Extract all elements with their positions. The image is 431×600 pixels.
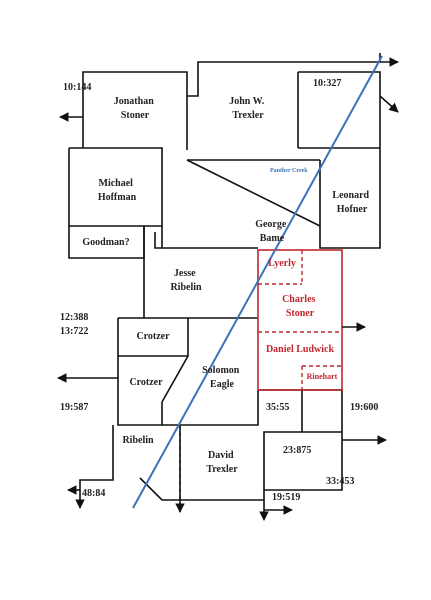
label-solomon-eagle: Solomon Eagle xyxy=(202,365,242,390)
ref-48-84: 48:84 xyxy=(82,488,105,499)
boundary-trexler-top xyxy=(187,53,381,97)
ref-10-327: 10:327 xyxy=(313,78,341,89)
deed-references: 10:144 10:327 12:388 13:722 19:587 35:55… xyxy=(60,78,378,503)
boundary-crotzer-lower xyxy=(117,356,163,426)
highlighted-tract xyxy=(257,249,343,391)
boundary-crotzer-split xyxy=(161,355,189,403)
ref-10-144: 10:144 xyxy=(63,82,91,93)
boundary-george-bame xyxy=(161,226,258,249)
label-charles-stoner: Charles Stoner xyxy=(282,294,318,319)
label-rinehart: Rinehart xyxy=(307,372,338,381)
label-jonathan-stoner: Jonathan Stoner xyxy=(114,96,157,121)
ref-19-587: 19:587 xyxy=(60,402,88,413)
panther-creek-line xyxy=(132,55,383,509)
boundary-bame-inner xyxy=(154,232,162,249)
boundary-crotzer-upper xyxy=(117,318,189,357)
ref-19-519: 19:519 xyxy=(272,492,300,503)
boundary-trexler-diagonal xyxy=(186,159,321,227)
label-michael-hoffman: Michael Hoffman xyxy=(98,178,137,203)
ref-19-600: 19:600 xyxy=(350,402,378,413)
label-ribelin: Ribelin xyxy=(122,435,154,446)
boundary-highlighted-outer xyxy=(257,249,343,391)
creek-label: Panther Creek xyxy=(270,168,308,174)
ref-23-875: 23:875 xyxy=(283,445,311,456)
boundary-leonard-hofner xyxy=(319,160,381,249)
boundary-tract-10-327 xyxy=(298,71,381,160)
arrow-east-10-327 xyxy=(379,95,399,113)
label-daniel-ludwick: Daniel Ludwick xyxy=(266,344,335,355)
ref-12-388: 12:388 xyxy=(60,312,88,323)
parcel-labels: Jonathan Stoner John W. Trexler Michael … xyxy=(82,96,371,475)
boundary-solomon-eagle xyxy=(162,390,259,426)
label-john-trexler: John W. Trexler xyxy=(229,96,267,121)
label-jesse-ribelin: Jesse Ribelin xyxy=(170,268,202,293)
boundary-jonathan-stoner xyxy=(82,71,188,150)
boundary-david-trexler-left xyxy=(139,477,180,501)
parcel-boundaries xyxy=(68,53,381,510)
highlighted-labels: Lyerly Charles Stoner Daniel Ludwick Rin… xyxy=(266,258,338,381)
label-david-trexler: David Trexler xyxy=(206,450,238,475)
ref-13-722: 13:722 xyxy=(60,326,88,337)
label-crotzer-upper: Crotzer xyxy=(136,331,170,342)
label-leonard-hofner: Leonard Hofner xyxy=(332,190,371,215)
label-george-bame: George Bame xyxy=(255,219,289,244)
label-crotzer-lower: Crotzer xyxy=(129,377,163,388)
boundary-ribelin xyxy=(79,425,114,490)
ref-35-55: 35:55 xyxy=(266,402,289,413)
direction-arrows xyxy=(57,57,399,521)
label-lyerly: Lyerly xyxy=(268,258,296,269)
label-goodman: Goodman? xyxy=(82,237,129,248)
boundary-david-trexler xyxy=(179,425,265,501)
ref-33-453: 33:453 xyxy=(326,476,354,487)
